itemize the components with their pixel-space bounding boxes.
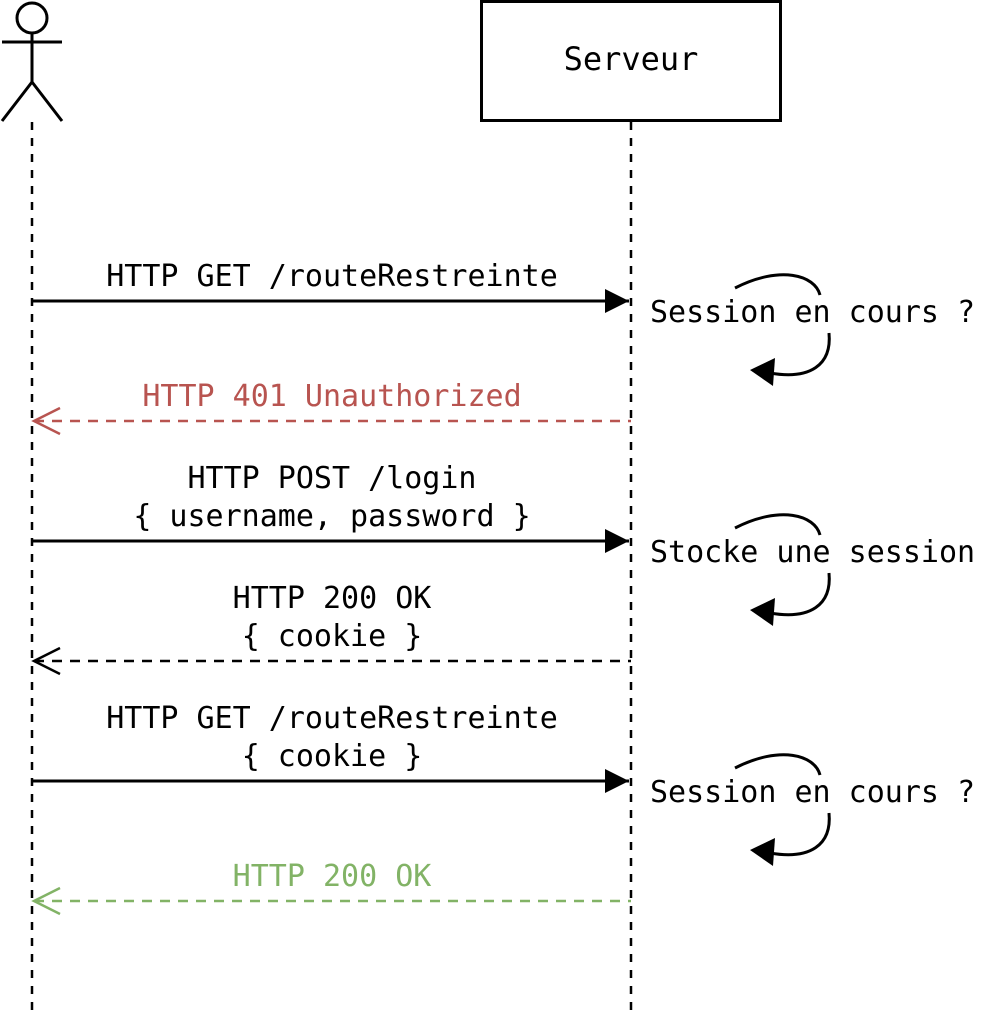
note-label: Session en cours ? bbox=[650, 295, 975, 330]
arrowhead-filled-icon bbox=[605, 529, 629, 553]
message-label: HTTP 200 OK bbox=[233, 859, 432, 894]
arrowhead-open-icon bbox=[31, 886, 61, 916]
message-label-payload: { cookie } bbox=[242, 739, 423, 774]
message-label: HTTP GET /routeRestreinte bbox=[106, 701, 558, 736]
self-loop-arrow-icon bbox=[734, 273, 822, 296]
message-200-cookie: HTTP 200 OK { cookie } bbox=[31, 581, 631, 676]
message-get-restricted: HTTP GET /routeRestreinte bbox=[32, 259, 629, 313]
note-session-check-1: Session en cours ? bbox=[650, 273, 975, 386]
message-label: HTTP 401 Unauthorized bbox=[142, 379, 521, 414]
message-label: HTTP 200 OK bbox=[233, 581, 432, 616]
arrowhead-open-icon bbox=[31, 406, 61, 436]
note-store-session: Stocke une session bbox=[650, 513, 975, 626]
server-participant-label: Serveur bbox=[564, 40, 699, 78]
note-session-check-2: Session en cours ? bbox=[650, 753, 975, 866]
server-participant-box bbox=[480, 0, 782, 122]
message-get-restricted-cookie: HTTP GET /routeRestreinte { cookie } bbox=[32, 701, 629, 793]
message-200-ok: HTTP 200 OK bbox=[31, 859, 631, 916]
message-post-login: HTTP POST /login { username, password } bbox=[32, 461, 629, 553]
self-loop-arrow-icon bbox=[734, 513, 822, 536]
message-401: HTTP 401 Unauthorized bbox=[31, 379, 631, 436]
arrowhead-filled-icon bbox=[605, 289, 629, 313]
arrowhead-filled-icon bbox=[605, 769, 629, 793]
message-label: HTTP GET /routeRestreinte bbox=[106, 259, 558, 294]
client-actor-icon bbox=[0, 1, 64, 122]
arrowhead-open-icon bbox=[31, 646, 61, 676]
self-loop-arrow-icon bbox=[734, 753, 822, 776]
note-label: Stocke une session bbox=[650, 535, 975, 570]
message-label-payload: { username, password } bbox=[133, 499, 530, 534]
message-label: HTTP POST /login bbox=[188, 461, 477, 496]
message-label-payload: { cookie } bbox=[242, 619, 423, 654]
note-label: Session en cours ? bbox=[650, 775, 975, 810]
